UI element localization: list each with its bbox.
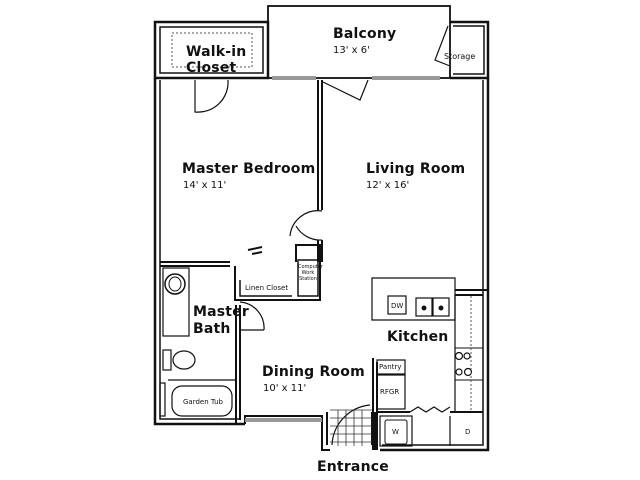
balcony-size: 13' x 6' [333,45,370,56]
walk-in-closet-walls [153,20,270,80]
dishwasher-label: DW [391,302,404,310]
refrigerator-label: RFGR [380,388,400,396]
computer-work-station-line1: Computer [298,264,323,270]
garden-tub-label: Garden Tub [183,398,223,406]
walk-in-closet-label-2: Closet [186,60,237,76]
living-room-label: Living Room [366,161,466,177]
computer-work-station-line3: Station [299,276,317,282]
master-bath-label-1: Master [193,304,250,320]
pantry-label: Pantry [379,363,402,371]
entrance-label: Entrance [317,459,389,475]
linen-closet-label: Linen Closet [245,284,289,292]
computer-work-station-line2: Work [301,270,315,276]
computer-work-station-label: Computer Work Station [298,264,323,282]
balcony-outline [267,5,451,79]
dining-room-label: Dining Room [262,364,365,380]
master-bedroom-label: Master Bedroom [182,161,316,177]
master-bath-label-2: Bath [193,321,231,337]
living-room-size: 12' x 16' [366,180,410,191]
dryer-label: D [465,428,471,436]
balcony-label: Balcony [333,26,397,42]
washer-label: W [392,428,399,436]
dining-room-size: 10' x 11' [263,383,307,394]
walk-in-closet-label-1: Walk-in [186,44,247,60]
master-bedroom-size: 14' x 11' [183,180,227,191]
storage-label: Storage [444,52,476,61]
kitchen-label: Kitchen [387,329,449,345]
